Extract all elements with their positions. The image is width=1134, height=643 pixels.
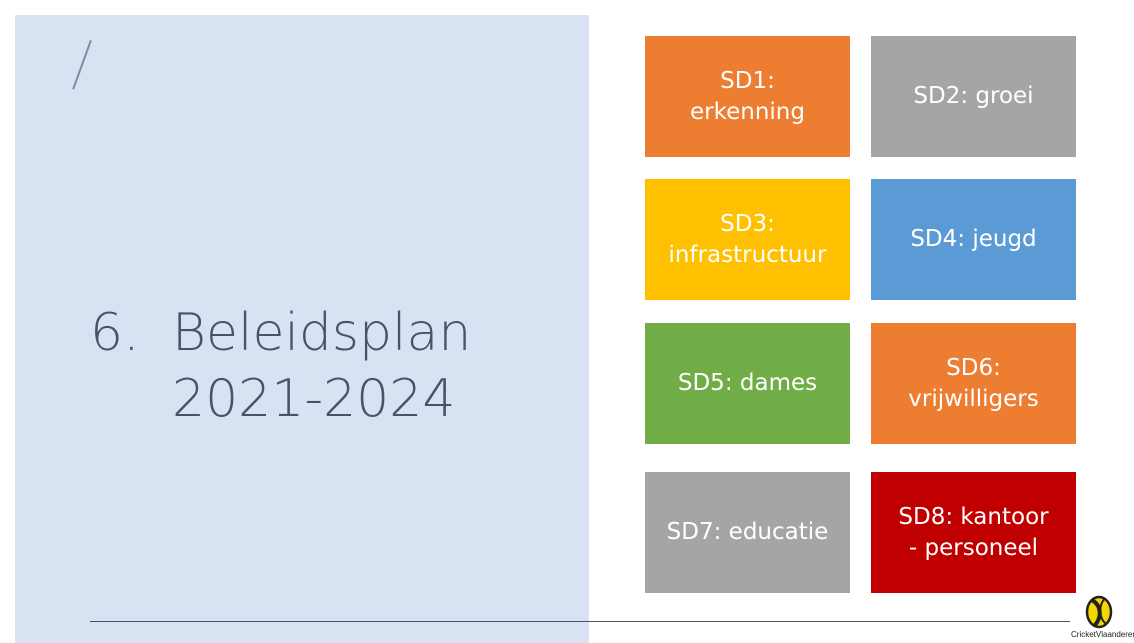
slide-title: 6. Beleidsplan 2021-2024	[90, 300, 570, 432]
tile-sd5-label: SD5: dames	[677, 370, 818, 396]
tile-sd3-label: SD3: infrastructuur	[668, 210, 827, 268]
title-number: 6.	[90, 303, 140, 363]
tile-sd2-label: SD2: groei	[913, 83, 1034, 109]
tile-sd4: SD4: jeugd	[871, 179, 1076, 300]
tile-sd8-label: SD8: kantoor - personeel	[898, 503, 1049, 561]
tile-sd7-label: SD7: educatie	[666, 519, 829, 545]
tile-sd3: SD3: infrastructuur	[645, 179, 850, 300]
tile-sd8: SD8: kantoor - personeel	[871, 472, 1076, 593]
title-panel	[15, 15, 589, 643]
tile-sd5: SD5: dames	[645, 323, 850, 444]
title-line-2: 2021-2024	[172, 369, 456, 429]
tile-sd1: SD1: erkenning	[645, 36, 850, 157]
tile-sd4-label: SD4: jeugd	[910, 226, 1037, 252]
logo-text: CricketVlaanderen	[1071, 630, 1134, 639]
bottom-divider	[90, 621, 1070, 622]
title-line-1: Beleidsplan	[172, 303, 472, 363]
tile-sd1-label: SD1: erkenning	[690, 67, 805, 125]
tile-sd6-label: SD6: vrijwilligers	[908, 354, 1039, 412]
tile-sd6: SD6: vrijwilligers	[871, 323, 1076, 444]
tile-sd2: SD2: groei	[871, 36, 1076, 157]
tile-sd7: SD7: educatie	[645, 472, 850, 593]
cricket-ball-logo-icon	[1085, 595, 1113, 629]
